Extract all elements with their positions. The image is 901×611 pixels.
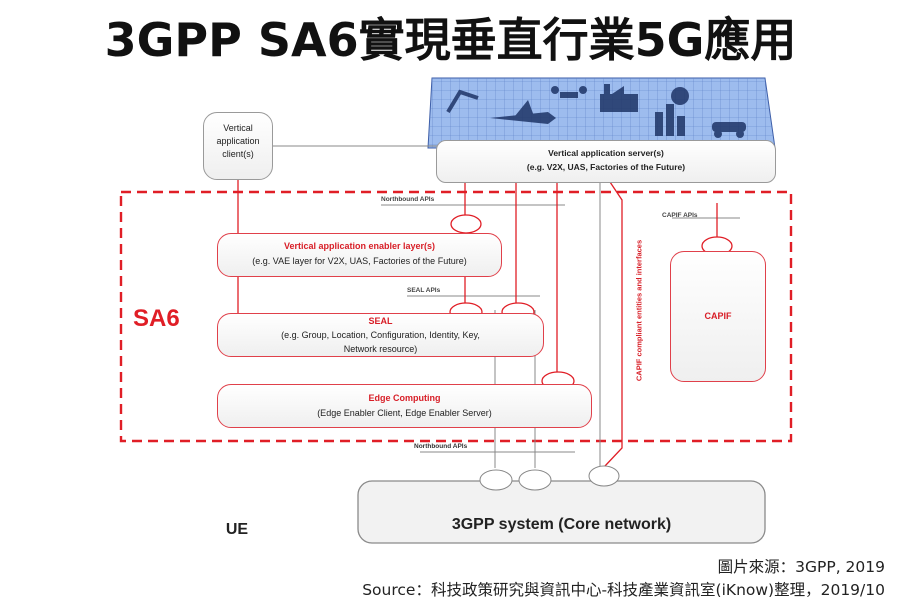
vae-title: Vertical application enabler layer(s) [283, 241, 436, 251]
image-source-line: 圖片來源：3GPP, 2019 [717, 558, 885, 576]
medical-icon [671, 87, 689, 105]
server-label-1: Vertical application server(s) [548, 148, 664, 158]
city-icon [655, 104, 685, 136]
northbound-apis-top-label: Northbound APIs [381, 196, 435, 203]
sa6-label: SA6 [133, 305, 180, 332]
seal-box [217, 313, 544, 357]
northbound-api-ellipse [450, 214, 482, 234]
factory-icon [600, 84, 638, 112]
car-icon [712, 122, 746, 138]
vae-layer-box [217, 233, 502, 277]
airplane-icon [490, 100, 556, 124]
edge-computing-box [217, 384, 592, 428]
client-label-1: Vertical [223, 123, 253, 133]
robot-arm-icon [446, 89, 479, 114]
edge-title: Edge Computing [368, 393, 441, 403]
capif-compliant-label: CAPIF compliant entities and interfaces [634, 239, 644, 382]
seal-subtitle-1: (e.g. Group, Location, Configuration, Id… [281, 330, 480, 340]
capif-label: CAPIF [704, 311, 732, 321]
seal-subtitle-2: Network resource) [343, 344, 418, 354]
northbound-apis-bottom-label: Northbound APIs [414, 443, 468, 450]
vae-subtitle: (e.g. VAE layer for V2X, UAS, Factories … [252, 256, 467, 266]
edge-subtitle: (Edge Enabler Client, Edge Enabler Serve… [317, 408, 492, 418]
vertical-application-server-box [436, 140, 776, 183]
vertical-application-client-box [203, 112, 273, 180]
sa6-boundary [119, 190, 793, 443]
capif-box [670, 251, 766, 382]
source-line: Source：科技政策研究與資訊中心-科技產業資訊室(iKnow)整理，2019… [362, 581, 885, 599]
client-label-2: application [216, 136, 260, 146]
capif-apis-label: CAPIF APIs [662, 212, 698, 219]
seal-title: SEAL [368, 316, 393, 326]
page-title: 3GPP SA6實現垂直行業5G應用 [104, 13, 797, 67]
core-network-label: 3GPP system (Core network) [451, 516, 672, 533]
client-label-3: client(s) [222, 149, 254, 159]
drone-icon [551, 86, 587, 98]
ue-label: UE [225, 521, 249, 538]
server-label-2: (e.g. V2X, UAS, Factories of the Future) [526, 162, 686, 172]
seal-apis-label: SEAL APIs [407, 287, 441, 294]
